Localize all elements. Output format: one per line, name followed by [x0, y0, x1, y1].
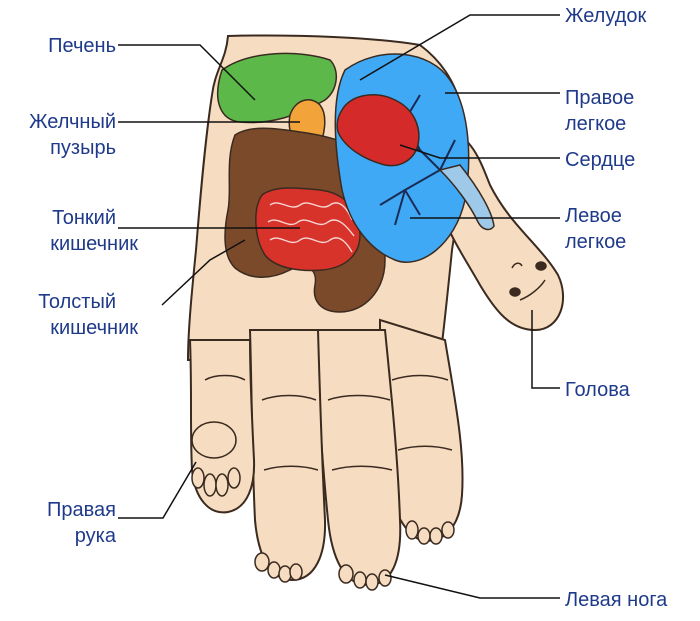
finger-middle [313, 329, 402, 587]
label-small-intestine-line2: кишечник [50, 233, 138, 255]
label-liver: Печень [48, 35, 116, 57]
label-right-arm-line2: рука [74, 525, 116, 547]
label-left-leg: Левая нога [565, 589, 668, 611]
tiny-foot-index [405, 520, 455, 545]
trachea [438, 164, 495, 231]
label-left-lung-line2: легкое [565, 231, 627, 253]
label-heart: Сердце [565, 149, 636, 171]
small-intestine [255, 187, 361, 272]
leader-lines [118, 14, 560, 599]
leader-stomach [359, 14, 560, 81]
label-right-lung-line2: легкое [565, 113, 627, 135]
heart [336, 94, 420, 167]
tiny-foot-middle [338, 564, 392, 591]
leader-right-arm [118, 461, 197, 519]
label-head: Голова [565, 379, 630, 401]
label-large-intestine-line1: Толстый [38, 291, 116, 313]
label-small-intestine-line1: Тонкий [52, 207, 116, 229]
label-right-lung-line1: Правое [565, 87, 635, 109]
leader-head [531, 310, 560, 389]
leader-left-leg [384, 574, 560, 599]
leader-large-intestine [161, 239, 246, 306]
label-stomach: Желудок [565, 5, 647, 27]
face-on-thumb [509, 261, 547, 301]
tiny-hand-right [191, 421, 241, 497]
label-left-lung-line1: Левое [565, 205, 622, 227]
label-right-arm-line1: Правая [47, 499, 116, 521]
leader-heart [399, 144, 560, 159]
label-large-intestine-line2: кишечник [50, 317, 138, 339]
finger-ring [248, 329, 327, 582]
label-gallbladder-line1: Желчный [29, 111, 116, 133]
leader-liver [118, 44, 256, 101]
small-intestine-coils [267, 202, 355, 253]
tiny-foot-ring [254, 552, 303, 583]
label-gallbladder-line2: пузырь [50, 137, 116, 159]
finger-creases [204, 374, 453, 471]
